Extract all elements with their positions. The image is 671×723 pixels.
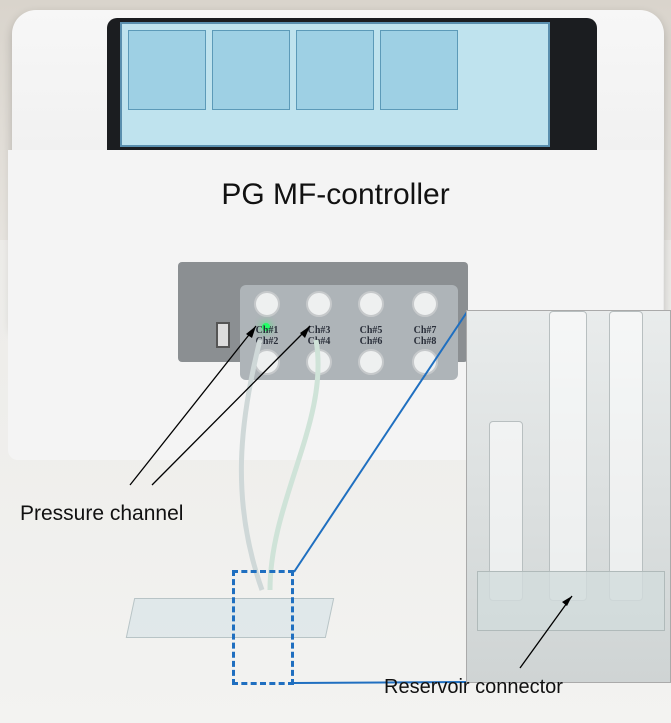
channel-top: Ch#3: [307, 325, 331, 336]
channel-top: Ch#5: [359, 325, 383, 336]
channel-bottom: Ch#8: [413, 336, 437, 347]
highlight-box: [232, 570, 294, 685]
touch-screen: [120, 22, 550, 147]
port: [306, 291, 332, 317]
screen-pane: [128, 30, 206, 110]
screen-pane: [212, 30, 290, 110]
port: [358, 349, 384, 375]
channel-top: Ch#7: [413, 325, 437, 336]
indicator-led: [262, 323, 270, 331]
callout-line: [293, 311, 468, 573]
arrow-head: [300, 326, 310, 338]
reservoir-tube: [549, 311, 587, 601]
port: [412, 291, 438, 317]
channel-bottom: Ch#6: [359, 336, 383, 347]
pressure-channel-label: Pressure channel: [20, 502, 184, 525]
reservoir-inset-photo: [466, 310, 671, 683]
arrow-head: [246, 326, 256, 338]
callout-line: [293, 681, 468, 684]
screen-pane: [380, 30, 458, 110]
port: [358, 291, 384, 317]
device-label: PG MF-controller: [221, 178, 450, 211]
tubing: [238, 339, 265, 591]
pointer-line: [151, 325, 311, 486]
port: [254, 291, 280, 317]
tubing: [267, 339, 321, 591]
channel-top: Ch#1: [255, 325, 279, 336]
pointer-line: [129, 325, 257, 486]
pointer-line: [519, 595, 573, 669]
arrow-head: [562, 596, 572, 606]
reservoir-connector-label: Reservoir connector: [384, 676, 563, 698]
screen-pane: [296, 30, 374, 110]
reservoir-block: [477, 571, 665, 631]
reservoir-tube: [609, 311, 643, 601]
channel-bottom: Ch#4: [307, 336, 331, 347]
usb-port: [216, 322, 230, 348]
channel-bottom: Ch#2: [255, 336, 279, 347]
